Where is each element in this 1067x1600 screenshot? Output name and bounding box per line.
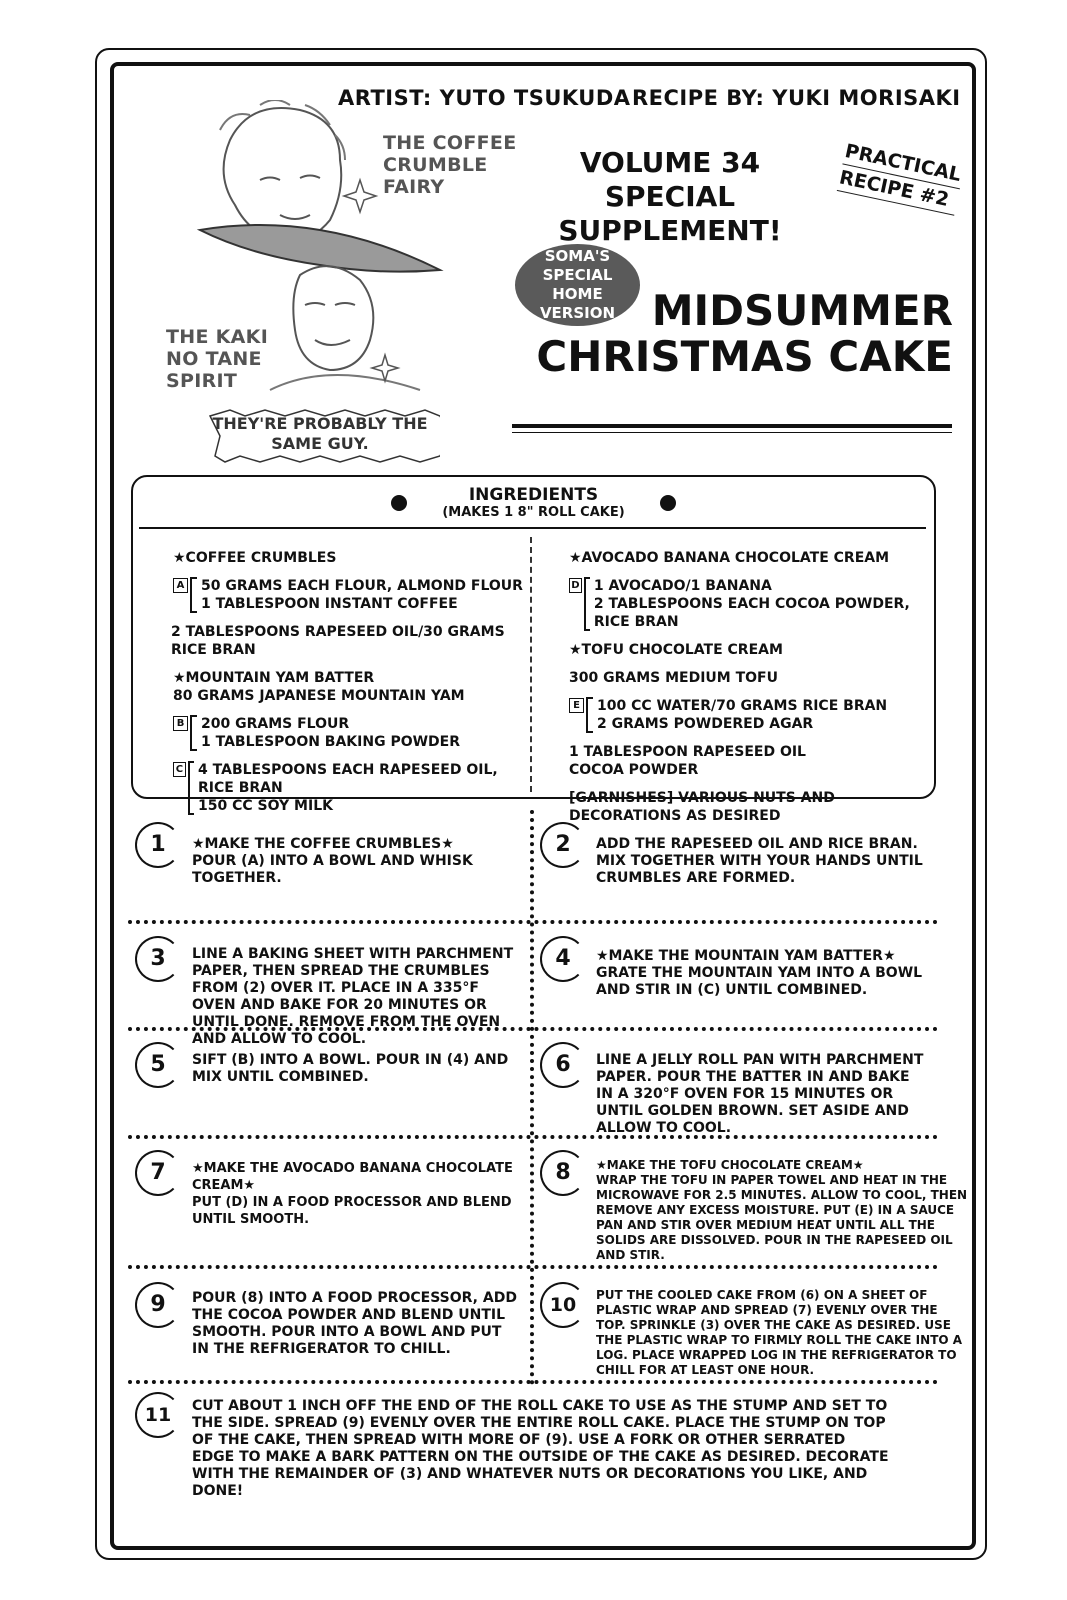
ingredients-title: INGREDIENTS <box>468 485 599 505</box>
speech-bubble: THEY'RE PROBABLY THE SAME GUY. <box>200 406 440 468</box>
speech-text: THEY'RE PROBABLY THE SAME GUY. <box>212 414 428 453</box>
ingredient-line: 80 GRAMS JAPANESE MOUNTAIN YAM <box>173 688 465 704</box>
ingredient-line: 2 GRAMS POWDERED AGAR <box>597 716 814 732</box>
speech-bubble-outline <box>208 409 440 463</box>
step-text: ADD THE RAPESEED OIL AND RICE BRAN. MIX … <box>596 836 923 886</box>
ingredient-group-c: C 4 TABLESPOONS EACH RAPESEED OIL, RICE … <box>173 761 523 815</box>
title-line-2: CHRISTMAS CAKE <box>536 332 953 381</box>
page-inner-frame <box>110 62 976 1550</box>
step-text: CUT ABOUT 1 INCH OFF THE END OF THE ROLL… <box>192 1398 889 1499</box>
home-version-badge: SOMA'S SPECIAL HOME VERSION <box>515 244 640 326</box>
step-text: LINE A JELLY ROLL PAN WITH PARCHMENT PAP… <box>596 1052 924 1136</box>
ingredient-line: 4 TABLESPOONS EACH RAPESEED OIL, RICE BR… <box>198 762 498 796</box>
volume-line-1: VOLUME 34 <box>579 146 761 179</box>
volume-heading: VOLUME 34 SPECIAL SUPPLEMENT! <box>500 146 840 248</box>
ingredient-group-d: D 1 AVOCADO/1 BANANA 2 TABLESPOONS EACH … <box>569 577 929 631</box>
bracket-icon <box>190 577 197 613</box>
ingredients-left-column: ★COFFEE CRUMBLES A 50 GRAMS EACH FLOUR, … <box>171 549 523 825</box>
bracket-icon <box>583 577 590 631</box>
page-outer-frame <box>95 48 987 1560</box>
badge-line-4: VERSION <box>539 304 616 322</box>
bracket-icon <box>190 715 197 751</box>
ingredient-line: 200 GRAMS FLOUR <box>201 716 350 732</box>
avocado-cream-heading: ★AVOCADO BANANA CHOCOLATE CREAM <box>569 550 890 566</box>
recipe-credit: RECIPE BY: YUKI MORISAKI <box>632 86 961 110</box>
group-tag: D <box>569 578 582 593</box>
steps-row-divider <box>128 1380 938 1384</box>
step-text: ★MAKE THE MOUNTAIN YAM BATTER★ GRATE THE… <box>596 948 923 998</box>
ingredient-line: 1 TABLESPOON INSTANT COFFEE <box>201 596 458 612</box>
ingredient-group-e: E 100 CC WATER/70 GRAMS RICE BRAN 2 GRAM… <box>569 697 929 733</box>
steps-row-divider <box>128 920 938 924</box>
recipe-title: MIDSUMMER CHRISTMAS CAKE <box>533 288 953 380</box>
badge-line-3: HOME <box>552 285 603 303</box>
title-rule-thin <box>512 432 952 433</box>
group-tag: C <box>173 762 186 777</box>
steps-row-divider <box>128 1135 938 1139</box>
ingredients-heading: INGREDIENTS (MAKES 1 8" ROLL CAKE) <box>133 485 934 520</box>
step-text: ★MAKE THE AVOCADO BANANA CHOCOLATE CREAM… <box>192 1161 513 1227</box>
ingredient-line: 1 TABLESPOON BAKING POWDER <box>201 734 461 750</box>
character-illustration <box>196 100 444 391</box>
ingredient-line: 2 TABLESPOONS EACH COCOA POWDER, RICE BR… <box>593 596 910 630</box>
spirit-label: THE KAKI NO TANE SPIRIT <box>166 326 269 392</box>
step-number: 11 <box>135 1392 181 1438</box>
bullet-icon <box>659 494 676 511</box>
ingredients-subtitle: (MAKES 1 8" ROLL CAKE) <box>442 505 625 520</box>
bullet-icon <box>391 494 408 511</box>
step-number: 10 <box>540 1282 586 1328</box>
step-number: 1 <box>135 822 181 868</box>
step-number: 7 <box>135 1150 181 1196</box>
steps-center-divider <box>530 810 534 1385</box>
ingredient-line: COCOA POWDER <box>569 762 699 778</box>
title-rule <box>512 424 952 428</box>
ingredient-line: 100 CC WATER/70 GRAMS RICE BRAN <box>597 698 888 714</box>
ingredient-line: 1 TABLESPOON RAPESEED OIL <box>569 744 806 760</box>
step-number: 3 <box>135 936 181 982</box>
artist-credit: ARTIST: YUTO TSUKUDA <box>338 86 631 110</box>
step-number: 2 <box>540 822 586 868</box>
step-text: POUR (8) INTO A FOOD PROCESSOR, ADD THE … <box>192 1290 517 1357</box>
step-number: 9 <box>135 1282 181 1328</box>
ingredient-line: 50 GRAMS EACH FLOUR, ALMOND FLOUR <box>201 578 523 594</box>
badge-line-1: SOMA'S <box>544 247 611 265</box>
group-tag: B <box>173 716 188 731</box>
step-number: 8 <box>540 1150 586 1196</box>
group-tag: A <box>173 578 188 593</box>
group-tag: E <box>569 698 584 713</box>
ingredients-rule <box>139 527 926 529</box>
title-line-1: MIDSUMMER <box>651 286 953 335</box>
mountain-yam-heading: ★MOUNTAIN YAM BATTER <box>173 670 375 686</box>
step-text: ★MAKE THE TOFU CHOCOLATE CREAM★ WRAP THE… <box>596 1158 968 1262</box>
step-number: 6 <box>540 1042 586 1088</box>
step-text: LINE A BAKING SHEET WITH PARCHMENT PAPER… <box>192 946 514 1047</box>
volume-line-2: SPECIAL SUPPLEMENT! <box>558 180 782 247</box>
tofu-cream-heading: ★TOFU CHOCOLATE CREAM <box>569 642 783 658</box>
steps-row-divider <box>128 1027 938 1031</box>
step-text: ★MAKE THE COFFEE CRUMBLES★ POUR (A) INTO… <box>192 836 473 886</box>
fairy-label: THE COFFEE CRUMBLE FAIRY <box>383 132 517 198</box>
ingredients-divider <box>530 537 532 792</box>
ingredient-line: 150 CC SOY MILK <box>198 798 333 814</box>
ingredient-line: 2 TABLESPOONS RAPESEED OIL/30 GRAMS RICE… <box>171 624 505 658</box>
ingredients-right-column: ★AVOCADO BANANA CHOCOLATE CREAM D 1 AVOC… <box>569 549 929 825</box>
garnish-line: [GARNISHES] VARIOUS NUTS AND DECORATIONS… <box>569 790 835 824</box>
ingredient-group-a: A 50 GRAMS EACH FLOUR, ALMOND FLOUR 1 TA… <box>173 577 523 613</box>
coffee-crumbles-heading: ★COFFEE CRUMBLES <box>173 550 337 566</box>
step-number: 4 <box>540 936 586 982</box>
ingredient-group-b: B 200 GRAMS FLOUR 1 TABLESPOON BAKING PO… <box>173 715 523 751</box>
ingredient-line: 1 AVOCADO/1 BANANA <box>593 578 772 594</box>
badge-line-2: SPECIAL <box>542 266 613 284</box>
bracket-icon <box>586 697 593 733</box>
step-text: SIFT (B) INTO A BOWL. POUR IN (4) AND MI… <box>192 1052 509 1085</box>
step-number: 5 <box>135 1042 181 1088</box>
steps-row-divider <box>128 1265 938 1269</box>
step-text: PUT THE COOLED CAKE FROM (6) ON A SHEET … <box>596 1288 963 1377</box>
ingredients-box: INGREDIENTS (MAKES 1 8" ROLL CAKE) ★COFF… <box>131 475 936 824</box>
bracket-icon <box>187 761 195 815</box>
ingredient-line: 300 GRAMS MEDIUM TOFU <box>569 670 778 686</box>
